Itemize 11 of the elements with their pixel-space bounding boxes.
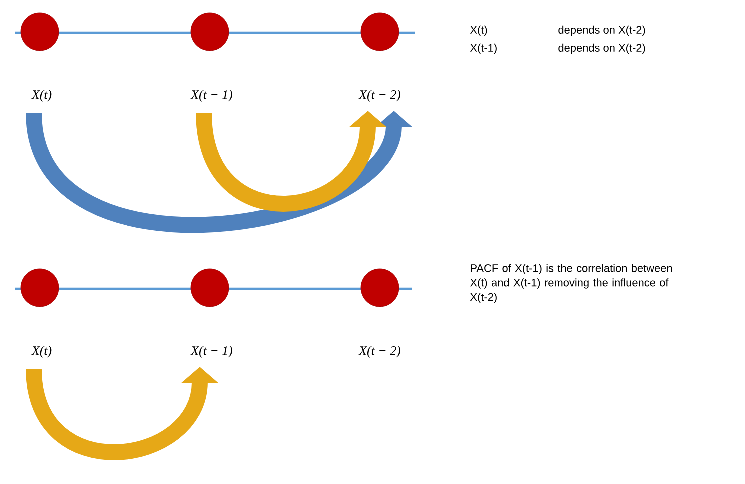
- note-text: depends on X(t-2): [558, 26, 646, 36]
- note-text: X(t): [470, 26, 488, 36]
- note-text: depends on X(t-2): [558, 44, 646, 54]
- time-label: X(t − 1): [190, 90, 233, 102]
- time-label: X(t): [32, 346, 52, 358]
- note-text: PACF of X(t-1) is the correlation between X(t) and X(t-1) removing the influence of X(t-2): [470, 264, 672, 304]
- time-label: X(t): [32, 90, 52, 102]
- note-text: X(t-1): [470, 44, 497, 54]
- time-label: X(t − 2): [358, 90, 401, 102]
- time-label: X(t − 1): [190, 346, 233, 358]
- time-label: X(t − 2): [358, 346, 401, 358]
